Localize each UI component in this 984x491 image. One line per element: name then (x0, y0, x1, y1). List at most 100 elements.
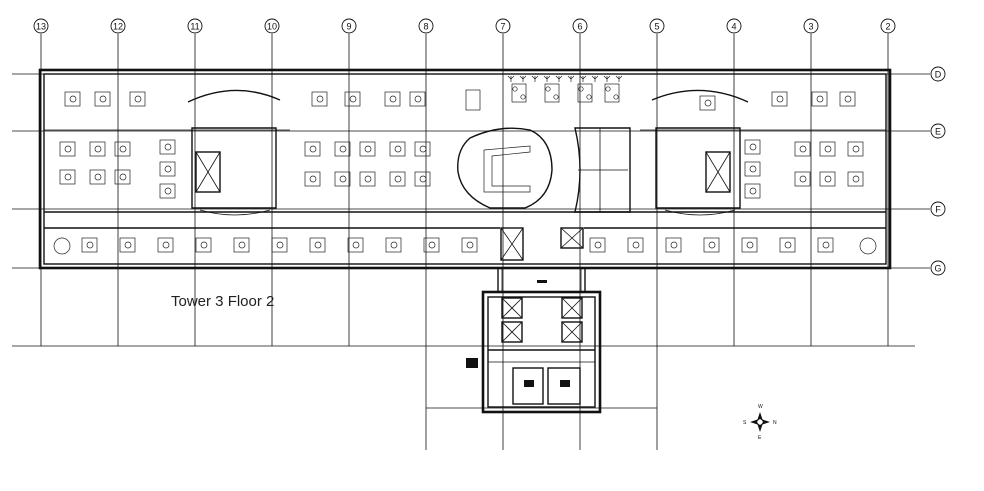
column-grid-label: 7 (500, 22, 505, 32)
workstation (344, 91, 361, 107)
column-grid-bubble (187, 18, 203, 34)
chair (799, 175, 807, 183)
workstation (159, 139, 176, 155)
workstation (195, 237, 212, 253)
chair (314, 241, 322, 249)
plant-icon (531, 75, 539, 82)
workstation (311, 91, 328, 107)
chair (419, 175, 427, 183)
chair (466, 241, 474, 249)
shaft-cross (195, 151, 221, 193)
chair (708, 241, 716, 249)
workstation (819, 141, 836, 157)
workstation (304, 141, 321, 157)
chair (339, 145, 347, 153)
plant-icon (579, 75, 587, 82)
chair (746, 241, 754, 249)
chair (824, 175, 832, 183)
chair (749, 165, 757, 173)
compass-label-bottom: E (758, 435, 762, 441)
column-grid-bubble (264, 18, 280, 34)
chair (99, 95, 107, 103)
chair (134, 95, 142, 103)
chair (364, 145, 372, 153)
shaft-cross (561, 321, 583, 343)
chair (389, 95, 397, 103)
column-grid-bubble (341, 18, 357, 34)
workstation (384, 91, 401, 107)
chair (632, 241, 640, 249)
row-grid-label: E (935, 127, 941, 137)
chair (586, 94, 592, 100)
workstation (414, 141, 431, 157)
workstation (741, 237, 758, 253)
workstation (703, 237, 720, 253)
building-outline (38, 68, 892, 414)
workstation (359, 141, 376, 157)
chair (545, 86, 551, 92)
column-grid-bubble (418, 18, 434, 34)
workstation (304, 171, 321, 187)
column-grid-bubble (495, 18, 511, 34)
shaft-cross (705, 151, 731, 193)
chair (94, 145, 102, 153)
column-grid-label: 11 (190, 22, 199, 32)
workstation (847, 171, 864, 187)
chair (352, 241, 360, 249)
furniture-layout (53, 75, 877, 255)
workstation (819, 171, 836, 187)
compass-east-arrow (761, 419, 770, 425)
compass-north-arrow (757, 412, 763, 421)
curved-rooms (187, 89, 749, 216)
plant-icon (519, 75, 527, 82)
compass-label-left: S (743, 420, 747, 426)
shaft-box (501, 321, 523, 343)
plant-icon (507, 75, 515, 82)
column-grid-bubble (880, 18, 896, 34)
workstation (385, 237, 402, 253)
chair (578, 86, 584, 92)
column-grid-label: 10 (267, 22, 277, 32)
chair (164, 165, 172, 173)
shaft-box (561, 321, 583, 343)
round-table (859, 237, 877, 255)
workstation (665, 237, 682, 253)
column-grid-bubble (726, 18, 742, 34)
workstation (794, 141, 811, 157)
column-grid-bubble (572, 18, 588, 34)
elevator-shafts (195, 151, 731, 343)
workstation (744, 139, 761, 155)
workstation (409, 91, 426, 107)
chair (339, 175, 347, 183)
shaft-cross (501, 297, 523, 319)
chair (414, 95, 422, 103)
workstation (794, 171, 811, 187)
workstation (119, 237, 136, 253)
chair (64, 145, 72, 153)
chair (784, 241, 792, 249)
workstation (771, 91, 788, 107)
shaft-box (501, 297, 523, 319)
chair (776, 95, 784, 103)
workstation (64, 91, 81, 107)
shaft-box (500, 227, 524, 261)
chair (553, 94, 559, 100)
shaft-cross (560, 227, 584, 249)
chair (799, 145, 807, 153)
chair (816, 95, 824, 103)
workstation (157, 237, 174, 253)
column-grid-lines (40, 34, 889, 346)
workstation (589, 237, 606, 253)
workstation (94, 91, 111, 107)
shaft-box (561, 297, 583, 319)
chair (670, 241, 678, 249)
workstation (159, 183, 176, 199)
shaft-box (560, 227, 584, 249)
chair (394, 175, 402, 183)
row-grid-bubble (930, 260, 946, 276)
plant-icon (603, 75, 611, 82)
row-grid-lines (12, 73, 930, 269)
chair (824, 145, 832, 153)
